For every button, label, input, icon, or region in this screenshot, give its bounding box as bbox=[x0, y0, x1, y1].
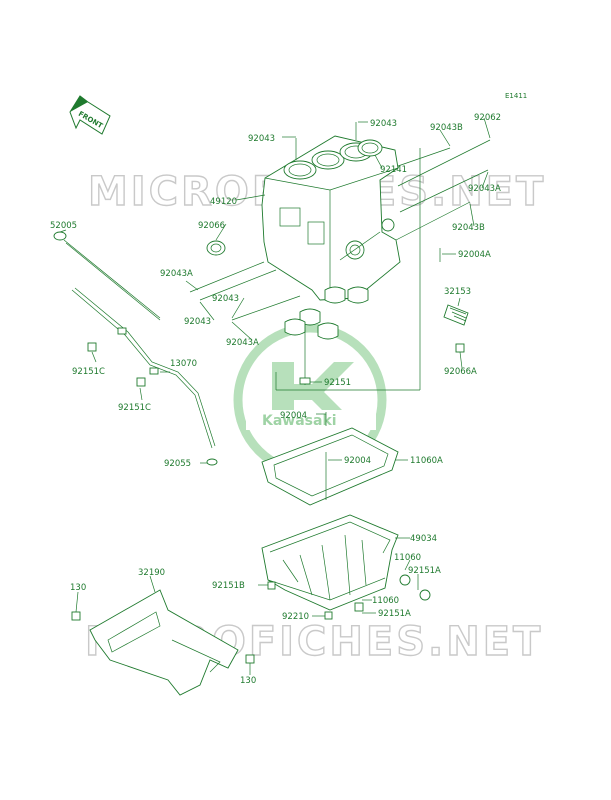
label-92004A[interactable]: 92004A bbox=[458, 250, 491, 260]
label-92043A[interactable]: 92043A bbox=[160, 269, 193, 279]
leader-lines bbox=[59, 117, 491, 675]
kawasaki-logo: Kawasaki bbox=[233, 323, 387, 477]
label-92151B[interactable]: 92151B bbox=[212, 581, 245, 591]
plug-92151A bbox=[419, 589, 431, 601]
front-arrow-icon: FRONT bbox=[69, 95, 111, 135]
label-92151A[interactable]: 92151A bbox=[378, 609, 411, 619]
label-92043[interactable]: 92043 bbox=[370, 119, 397, 129]
plug-92151A-b bbox=[354, 602, 364, 612]
bolt-130-a bbox=[71, 611, 81, 621]
bolt-92151C-b bbox=[136, 377, 146, 387]
diagram-code: E1411 bbox=[505, 92, 527, 100]
label-11060A[interactable]: 11060A bbox=[410, 456, 443, 466]
label-92151C[interactable]: 92151C bbox=[118, 403, 151, 413]
label-92004[interactable]: 92004 bbox=[344, 456, 371, 466]
label-92151[interactable]: 92151 bbox=[324, 378, 351, 388]
pipe-32153 bbox=[443, 304, 469, 326]
seal-92141 bbox=[357, 139, 383, 157]
label-92151A[interactable]: 92151A bbox=[408, 566, 441, 576]
label-92043B[interactable]: 92043B bbox=[452, 223, 485, 233]
cylinder-block bbox=[261, 135, 401, 301]
label-130[interactable]: 130 bbox=[70, 583, 86, 593]
part-labels: 92043 92043 92043B 92062 49120 92141 920… bbox=[50, 113, 501, 686]
label-130[interactable]: 130 bbox=[240, 676, 256, 686]
nut-92066A bbox=[455, 343, 465, 353]
label-92062[interactable]: 92062 bbox=[474, 113, 501, 123]
label-49120[interactable]: 49120 bbox=[210, 197, 237, 207]
oil-pan-49034 bbox=[261, 514, 399, 611]
label-92151C[interactable]: 92151C bbox=[72, 367, 105, 377]
gasket-11060A bbox=[261, 427, 399, 506]
label-92043A[interactable]: 92043A bbox=[226, 338, 259, 348]
washer-92210 bbox=[324, 611, 333, 620]
bolts-92151 bbox=[299, 330, 311, 385]
washer-11060 bbox=[399, 574, 411, 586]
label-92043B[interactable]: 92043B bbox=[430, 123, 463, 133]
bracket-32190 bbox=[89, 589, 239, 696]
label-32190[interactable]: 32190 bbox=[138, 568, 165, 578]
label-13070[interactable]: 13070 bbox=[170, 359, 197, 369]
seal-92066 bbox=[206, 240, 226, 256]
label-92210[interactable]: 92210 bbox=[282, 612, 309, 622]
label-92004[interactable]: 92004 bbox=[280, 411, 307, 421]
label-92066[interactable]: 92066 bbox=[198, 221, 225, 231]
label-92055[interactable]: 92055 bbox=[164, 459, 191, 469]
bolt-130-b bbox=[245, 654, 255, 664]
label-92043[interactable]: 92043 bbox=[248, 134, 275, 144]
label-32153[interactable]: 32153 bbox=[444, 287, 471, 297]
bolt-92151C-a bbox=[87, 342, 97, 352]
label-11060[interactable]: 11060 bbox=[372, 596, 399, 606]
label-92043A[interactable]: 92043A bbox=[468, 184, 501, 194]
label-92043[interactable]: 92043 bbox=[184, 317, 211, 327]
guide-pipe-13070 bbox=[71, 287, 218, 466]
bearing-caps bbox=[284, 286, 369, 340]
label-92043[interactable]: 92043 bbox=[212, 294, 239, 304]
label-92066A[interactable]: 92066A bbox=[444, 367, 477, 377]
label-11060[interactable]: 11060 bbox=[394, 553, 421, 563]
dipstick-52005 bbox=[53, 231, 161, 321]
label-92141[interactable]: 92141 bbox=[380, 165, 407, 175]
logo-text: Kawasaki bbox=[262, 413, 337, 429]
label-49034[interactable]: 49034 bbox=[410, 534, 437, 544]
studs-and-pins bbox=[189, 122, 491, 500]
bolt-92151B bbox=[267, 581, 276, 590]
label-52005[interactable]: 52005 bbox=[50, 221, 77, 231]
